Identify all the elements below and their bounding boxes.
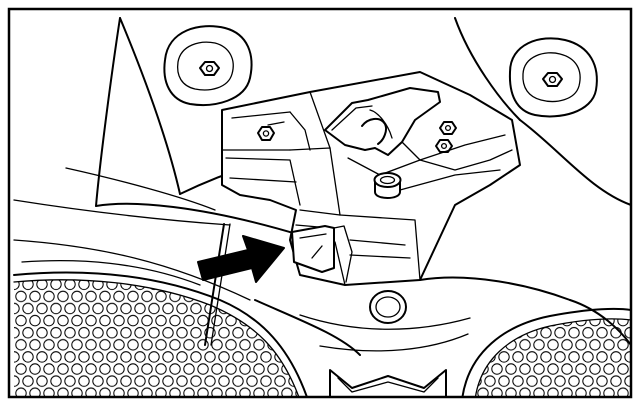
hex-bolt-icon: [439, 121, 457, 135]
right-grille: [461, 307, 631, 397]
hex-bolt-icon: [435, 139, 453, 153]
hex-bolt-icon: [257, 126, 275, 141]
left-grille: [13, 271, 308, 397]
latch-tab: [291, 225, 353, 283]
figure-border: [7, 7, 633, 399]
round-plug: [369, 290, 407, 324]
bracket-bolts: [257, 121, 457, 153]
release-lever: [324, 87, 441, 161]
hex-bolt-icon: [542, 72, 563, 87]
right-bumper: [508, 37, 598, 118]
latch-pin: [373, 172, 402, 199]
body-shell: [13, 17, 631, 356]
chevron-emblem: [329, 369, 447, 397]
hex-bolt-icon: [199, 61, 220, 76]
left-bumper: [163, 25, 253, 106]
pointer-line: [204, 223, 231, 346]
arrow-right-icon: [197, 235, 285, 283]
